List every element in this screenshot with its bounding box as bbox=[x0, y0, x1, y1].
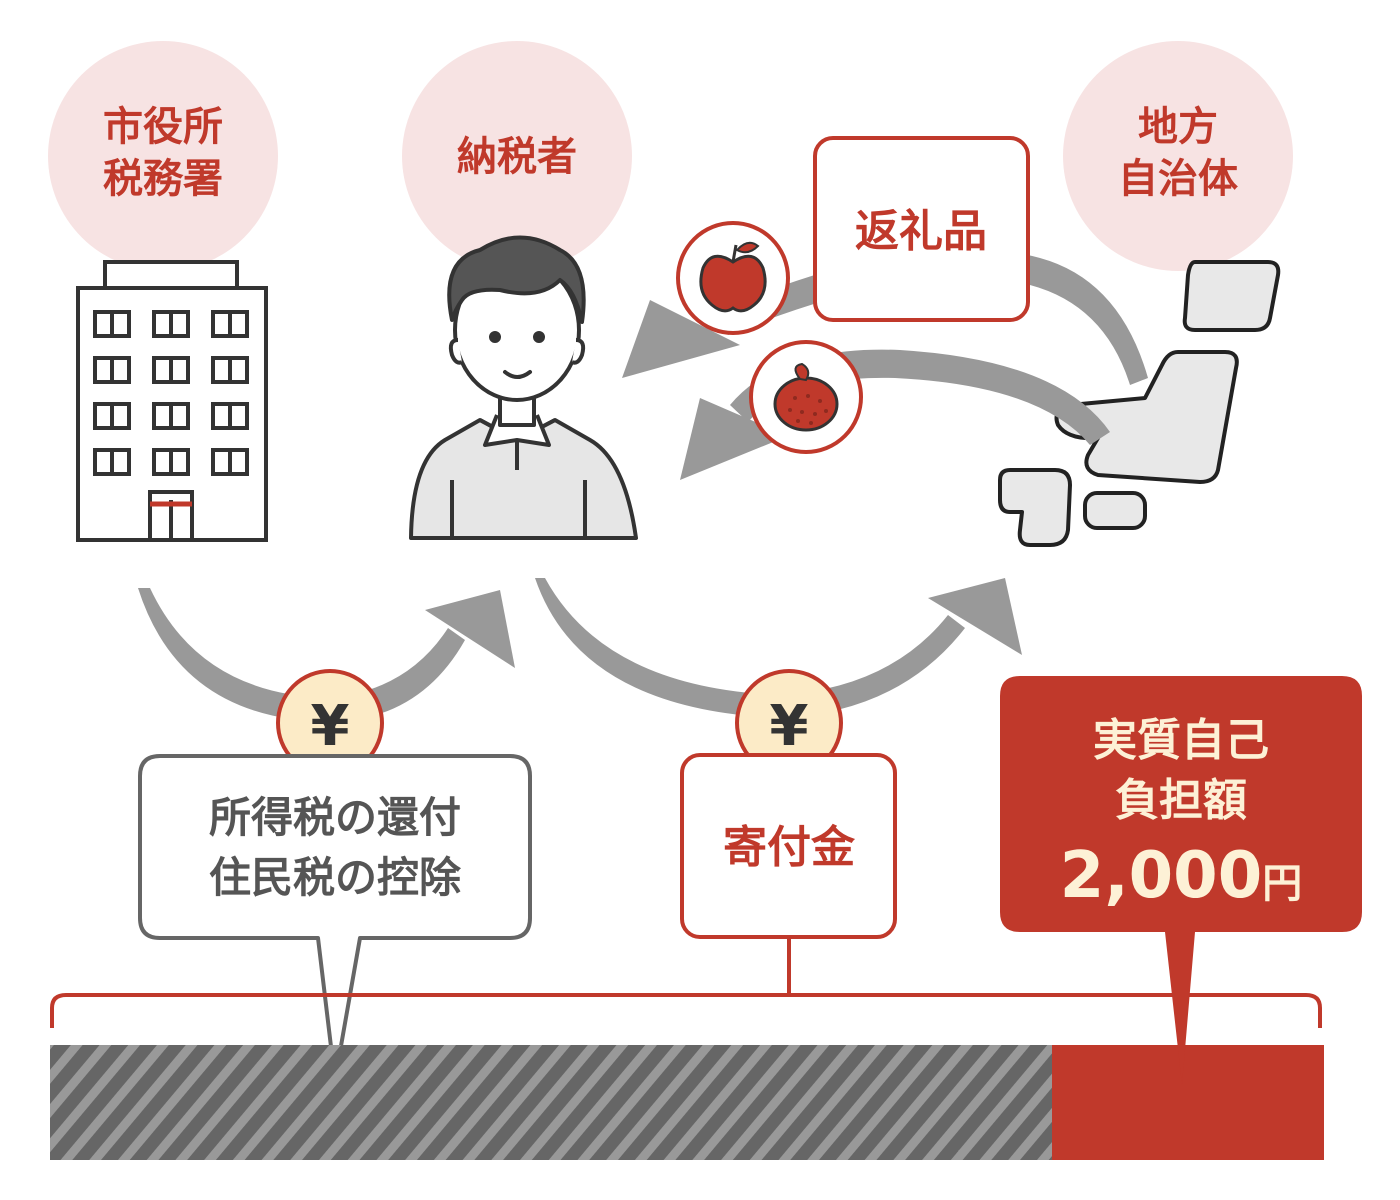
taxpayer-label: 納税者 bbox=[457, 134, 577, 180]
burden-portion-bar bbox=[1052, 1045, 1324, 1160]
mandarin-orange-icon bbox=[749, 340, 863, 454]
refund-yen-symbol: ¥ bbox=[311, 694, 350, 759]
actor-local-gov: 地方 自治体 bbox=[1063, 41, 1293, 271]
total-bracket bbox=[50, 993, 1322, 1028]
gift-label: 返礼品 bbox=[855, 206, 987, 257]
burden-amount: 2,000 bbox=[1060, 839, 1262, 913]
burden-unit: 円 bbox=[1262, 861, 1302, 907]
local-gov-label-line2: 自治体 bbox=[1118, 156, 1238, 202]
refunded-portion-bar bbox=[50, 1045, 1052, 1160]
japan-map-icon bbox=[998, 260, 1281, 547]
burden-amount-line: 2,000円 bbox=[1060, 839, 1302, 913]
local-gov-label-line1: 地方 bbox=[1138, 104, 1218, 150]
refund-line1: 所得税の還付 bbox=[209, 793, 461, 842]
yen-coin-icon: ¥ bbox=[735, 669, 843, 777]
refund-line2: 住民税の控除 bbox=[209, 853, 462, 902]
actor-office: 市役所 税務署 bbox=[48, 41, 278, 271]
donation-yen-symbol: ¥ bbox=[770, 694, 809, 759]
burden-callout: 実質自己 負担額 2,000円 bbox=[1000, 676, 1362, 1085]
refund-arrow bbox=[138, 588, 515, 722]
taxpayer-person-icon bbox=[409, 235, 638, 540]
burden-line2: 負担額 bbox=[1115, 775, 1247, 826]
office-label-line1: 市役所 bbox=[103, 104, 223, 150]
donation-arrow bbox=[535, 578, 1022, 718]
office-building-icon bbox=[76, 260, 268, 542]
office-label-line2: 税務署 bbox=[103, 156, 223, 202]
burden-line1: 実質自己 bbox=[1093, 715, 1269, 766]
apple-icon bbox=[676, 221, 790, 335]
actor-taxpayer: 納税者 bbox=[402, 41, 632, 271]
gift-label-box: 返礼品 bbox=[813, 136, 1030, 322]
refund-callout: 所得税の還付 住民税の控除 bbox=[138, 754, 532, 1082]
donation-callout: 寄付金 bbox=[680, 753, 897, 995]
donation-label: 寄付金 bbox=[723, 822, 856, 873]
